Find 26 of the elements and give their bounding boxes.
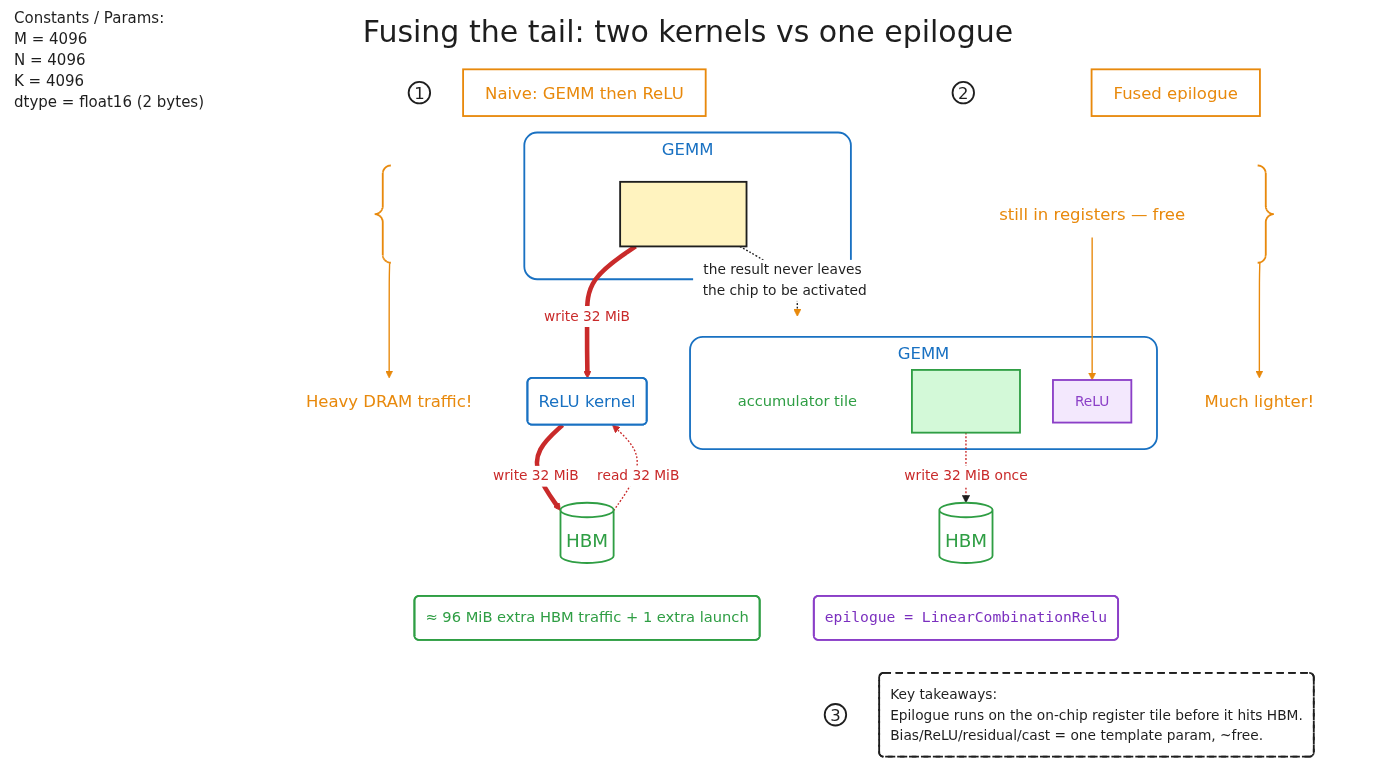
parameter-line: K = 4096 xyxy=(14,71,86,92)
node-box xyxy=(619,180,748,248)
edge-label: write 32 MiB xyxy=(492,467,579,484)
diagram-title: Fusing the tail: two kernels vs one epilogue xyxy=(361,14,1015,49)
arrow xyxy=(1255,164,1275,379)
node-circle: 2 xyxy=(951,81,975,105)
node-circle: 3 xyxy=(823,703,848,727)
edge-label: write 32 MiB xyxy=(544,307,630,325)
parameter-line: dtype = float16 (2 bytes) xyxy=(14,92,205,113)
constants-heading: Constants / Params: xyxy=(14,8,166,29)
node-box: Fused epilogue xyxy=(1090,68,1261,117)
parameter-line: M = 4096 xyxy=(14,29,89,50)
node-box: ReLU xyxy=(1052,379,1133,424)
node-circle: 1 xyxy=(407,81,432,105)
arrow xyxy=(1088,236,1097,381)
arrow xyxy=(373,164,394,379)
edge-label: write 32 MiB once xyxy=(904,467,1028,484)
node-box: Naive: GEMM then ReLU xyxy=(462,68,707,117)
edge-label: read 32 MiB xyxy=(597,467,680,484)
node-text: still in registers — free xyxy=(999,204,1186,224)
node-text: Heavy DRAM traffic! xyxy=(305,391,473,411)
parameter-line: N = 4096 xyxy=(14,50,87,71)
arrow xyxy=(612,424,638,512)
node-box xyxy=(911,369,1021,434)
node-text: Much lighter! xyxy=(1204,391,1315,411)
node-label: accumulator tile xyxy=(737,392,857,410)
